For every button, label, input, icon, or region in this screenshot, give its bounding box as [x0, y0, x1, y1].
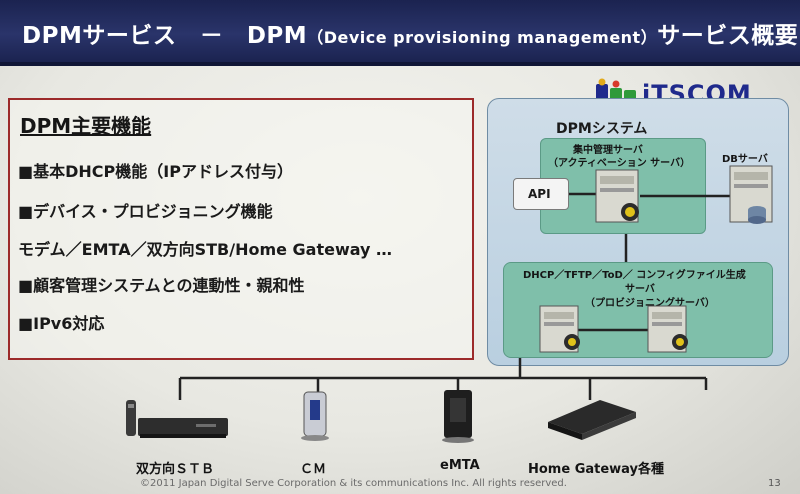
- copyright-footer: ©2011 Japan Digital Serve Corporation & …: [140, 478, 567, 489]
- provisioning-server-1-icon: [540, 306, 580, 352]
- home-gateway-icon: [548, 400, 636, 440]
- device-label-emta: eMTA: [440, 458, 480, 473]
- set-top-box-icon: [126, 400, 228, 438]
- db-server-icon: [730, 166, 772, 224]
- cable-modem-icon: [301, 392, 329, 441]
- provisioning-server-2-icon: [648, 306, 688, 352]
- activation-server-icon: [596, 170, 639, 222]
- device-label-home-gateway: Home Gateway各種: [528, 458, 664, 477]
- emta-icon: [442, 390, 474, 443]
- page-number: 13: [768, 478, 781, 489]
- connection-lines: [180, 194, 730, 400]
- device-label-cm: ＣＭ: [300, 458, 326, 477]
- device-label-stb: 双方向ＳＴＢ: [136, 458, 214, 477]
